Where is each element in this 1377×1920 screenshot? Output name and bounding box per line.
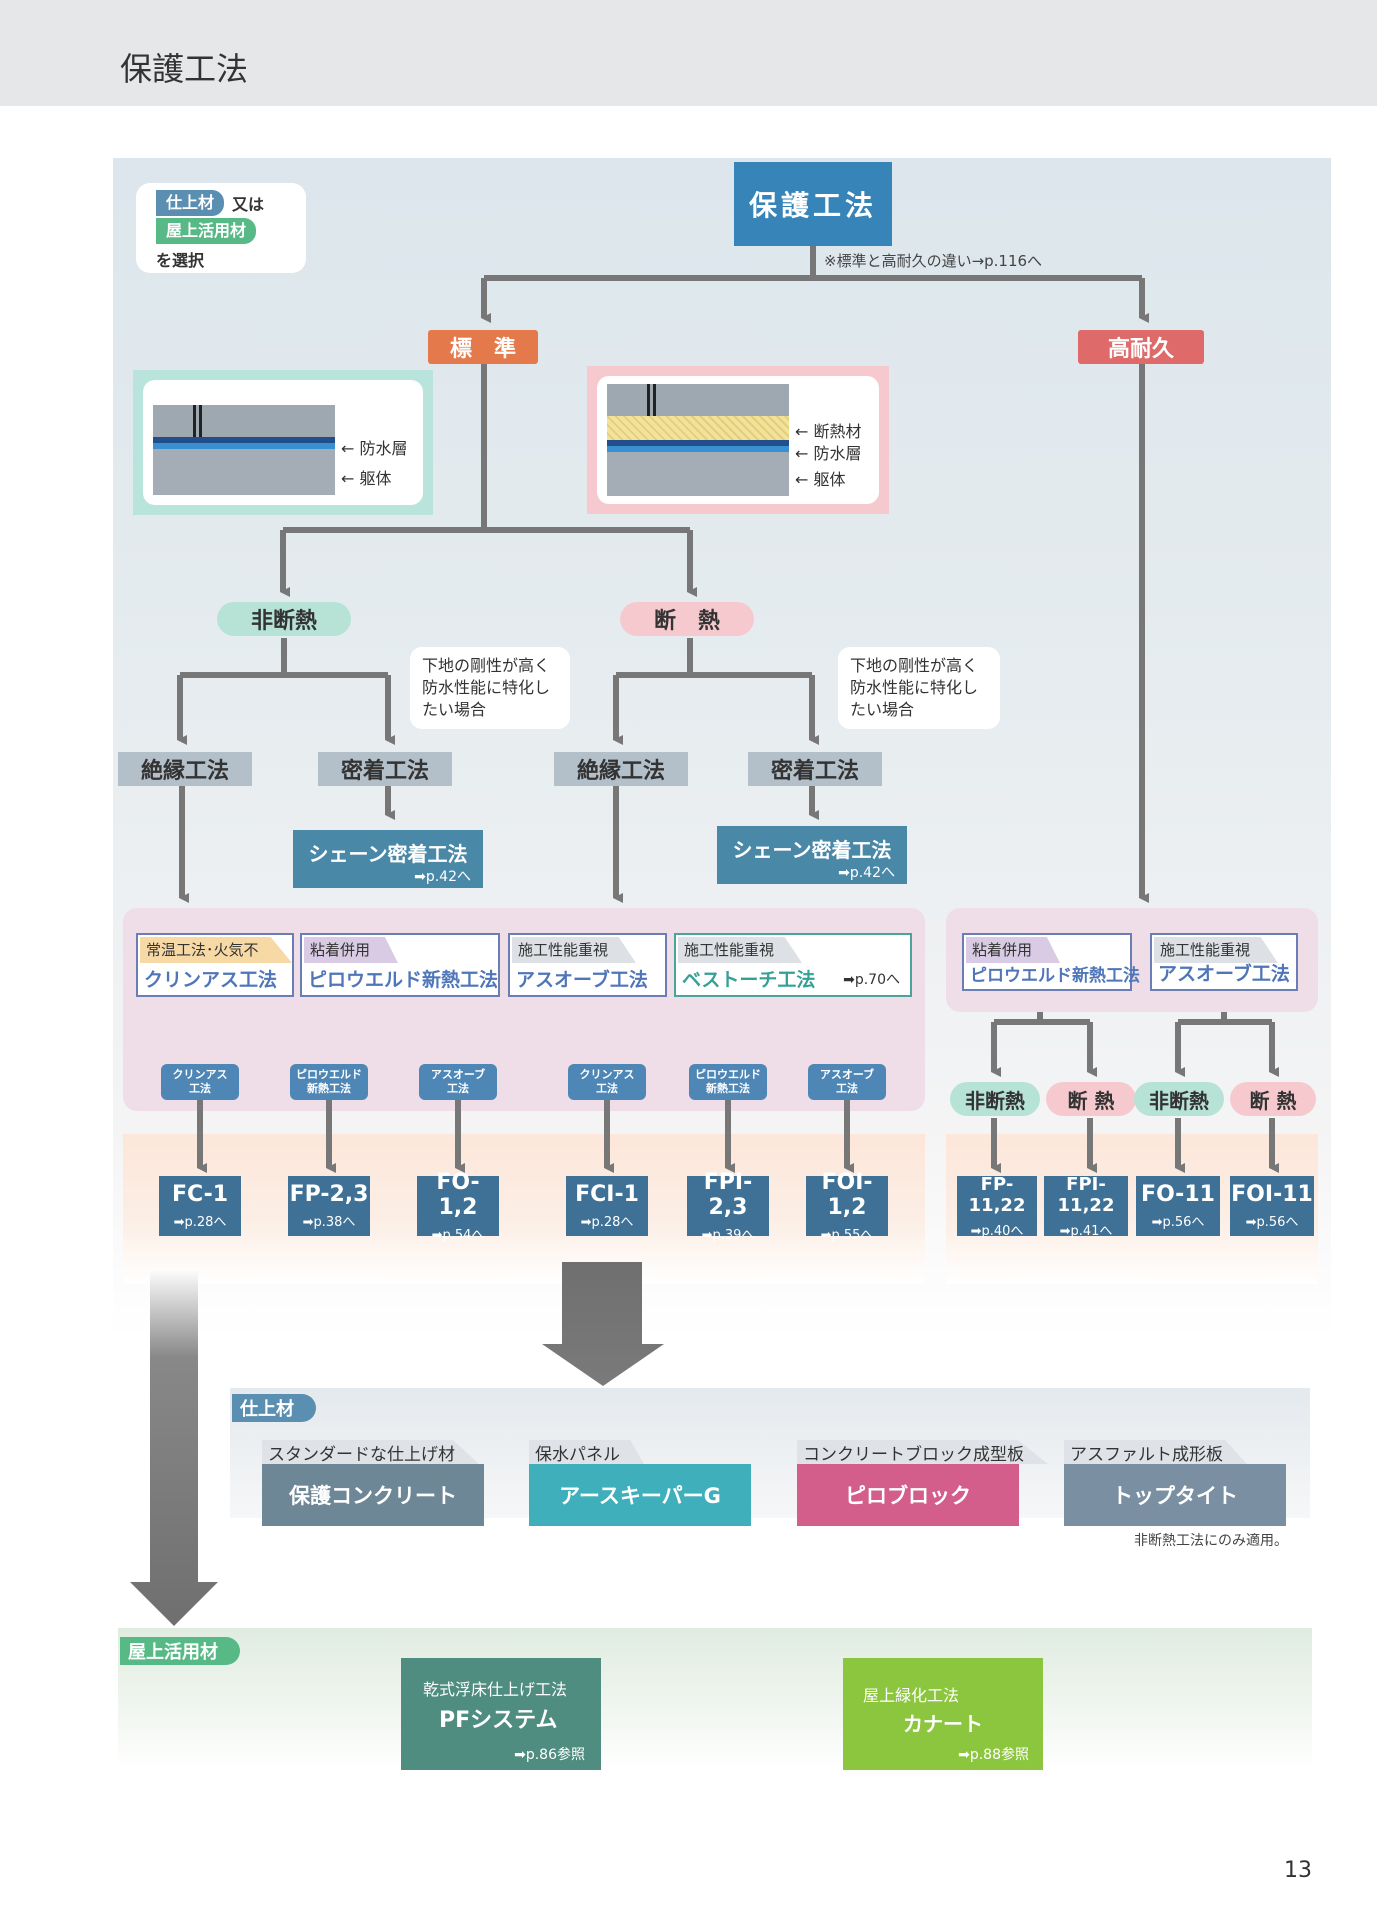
body-layer	[607, 452, 789, 496]
root-note: ※標準と高耐久の違い→p.116へ	[824, 252, 1043, 270]
finish-tag-3: コンクリートブロック成型板	[797, 1440, 1048, 1464]
page-ref: ➡p.88参照	[958, 1747, 1029, 1763]
insulated-node: 断 熱	[620, 602, 754, 636]
label-waterproof: ← 防水層	[341, 439, 408, 458]
finish-toptight: トップタイト	[1064, 1464, 1286, 1526]
spec-code-fci1: FCI-1➡p.28へ	[566, 1176, 648, 1236]
label-waterproof: ← 防水層	[795, 444, 862, 463]
rooftop-section	[118, 1628, 1312, 1768]
page-ref: ➡p.42へ	[414, 869, 471, 885]
condition-bubble-left: 下地の剛性が高く防水性能に特化したい場合	[410, 647, 570, 729]
label-insulation: ← 断熱材	[795, 422, 862, 441]
chip-pyroweld: ピロウエルド新熱工法	[290, 1064, 368, 1100]
top-layer	[607, 384, 789, 416]
legend: 仕上材又は 屋上活用材 を選択	[136, 183, 306, 273]
page-header	[0, 0, 1377, 106]
page-number: 13	[1284, 1858, 1312, 1883]
method-zetsuen-right: 絶縁工法	[554, 752, 688, 786]
method-micchaku-right: 密着工法	[748, 752, 882, 786]
label-body: ← 躯体	[795, 470, 846, 489]
method-card-bestorch: 施工性能重視 ベストーチ工法 ➡p.70へ	[674, 933, 912, 997]
spec-code-fo11: FO-11➡p.56へ	[1136, 1176, 1220, 1236]
finish-pyroblock: ピロブロック	[797, 1464, 1019, 1526]
legend-or: 又は	[232, 195, 265, 214]
finish-tag-4: アスファルト成形板	[1064, 1440, 1247, 1464]
arrow-to-finish	[542, 1262, 664, 1386]
method-micchaku-left: 密着工法	[318, 752, 452, 786]
noninsulated-node: 非断熱	[217, 602, 351, 636]
finish-concrete: 保護コンクリート	[262, 1464, 484, 1526]
page-ref: ➡p.86参照	[514, 1747, 585, 1763]
spec-code-foi12: FOI-1,2➡p.55へ	[806, 1170, 888, 1243]
noninsulated-section-diagram: ← 防水層 ← 躯体	[133, 370, 433, 515]
method-zetsuen-left: 絶縁工法	[118, 752, 252, 786]
rooftop-pf-system: 乾式浮床仕上げ工法 PFシステム ➡p.86参照	[401, 1658, 601, 1770]
spec-code-foi11: FOI-11➡p.56へ	[1230, 1176, 1314, 1236]
spec-code-fpi1122: FPI-11,22➡p.41へ	[1044, 1174, 1128, 1239]
finish-label: 仕上材	[232, 1394, 316, 1422]
waterproof-layer	[607, 440, 789, 446]
chip-asorb: アスオーブ工法	[419, 1064, 497, 1100]
spec-code-fp23: FP-2,3➡p.38へ	[288, 1176, 370, 1236]
legend-finish-pill: 仕上材	[156, 190, 225, 216]
chip-clinas-ins: クリンアス工法	[568, 1064, 646, 1100]
finish-note: 非断熱工法にのみ適用。	[1134, 1533, 1288, 1549]
finish-tag-2: 保水パネル	[529, 1440, 644, 1464]
method-card-pyroweld-high: 粘着併用 ピロウエルド新熱工法	[962, 933, 1140, 991]
high-insulated-2: 断 熱	[1230, 1082, 1316, 1116]
page-title: 保護工法	[120, 50, 249, 88]
spec-code-fp1122: FP-11,22➡p.40へ	[957, 1174, 1037, 1239]
page-ref: ➡p.70へ	[843, 972, 900, 988]
standard-branch: 標 準	[428, 330, 538, 364]
finish-earthkeeper: アースキーパーG	[529, 1464, 751, 1526]
high-durability-branch: 高耐久	[1078, 330, 1204, 364]
insulated-section-diagram: ← 断熱材 ← 防水層 ← 躯体	[587, 366, 889, 514]
label-body: ← 躯体	[341, 469, 392, 488]
high-noninsulated-2: 非断熱	[1134, 1082, 1224, 1116]
high-insulated-1: 断 熱	[1046, 1082, 1136, 1116]
chip-clinas: クリンアス工法	[161, 1064, 239, 1100]
method-card-asorb: 施工性能重視 アスオーブ工法	[508, 933, 667, 997]
high-noninsulated-1: 非断熱	[950, 1082, 1040, 1116]
spec-band-standard	[123, 1134, 925, 1284]
spec-code-fpi23: FPI-2,3➡p.39へ	[687, 1170, 769, 1243]
chip-asorb-ins: アスオーブ工法	[808, 1064, 886, 1100]
root-node: 保護工法	[734, 162, 892, 246]
spec-code-fc1: FC-1➡p.28へ	[159, 1176, 241, 1236]
legend-rooftop-pill: 屋上活用材	[156, 218, 257, 244]
chip-pyroweld-ins: ピロウエルド新熱工法	[689, 1064, 767, 1100]
page-ref: ➡p.42へ	[838, 865, 895, 881]
method-card-clinas: 常温工法･火気不使用 クリンアス工法	[136, 933, 294, 997]
chain-method-left: シェーン密着工法➡p.42へ	[293, 830, 483, 888]
method-card-asorb-high: 施工性能重視 アスオーブ工法	[1150, 933, 1298, 991]
condition-bubble-right: 下地の剛性が高く防水性能に特化したい場合	[838, 647, 1000, 729]
insulation-layer	[607, 416, 789, 440]
method-card-pyroweld: 粘着併用 ピロウエルド新熱工法	[300, 933, 500, 997]
finish-tag-1: スタンダードな仕上げ材	[262, 1440, 479, 1464]
waterproof-layer	[153, 437, 335, 443]
rooftop-label: 屋上活用材	[120, 1637, 240, 1665]
top-layer	[153, 405, 335, 437]
arrow-to-rooftop	[130, 1268, 218, 1626]
body-layer	[153, 449, 335, 495]
spec-code-fo12: FO-1,2➡p.54へ	[417, 1170, 499, 1243]
legend-select: を選択	[156, 251, 205, 270]
chain-method-right: シェーン密着工法➡p.42へ	[717, 826, 907, 884]
rooftop-kanato: 屋上緑化工法 カナート ➡p.88参照	[843, 1658, 1043, 1770]
